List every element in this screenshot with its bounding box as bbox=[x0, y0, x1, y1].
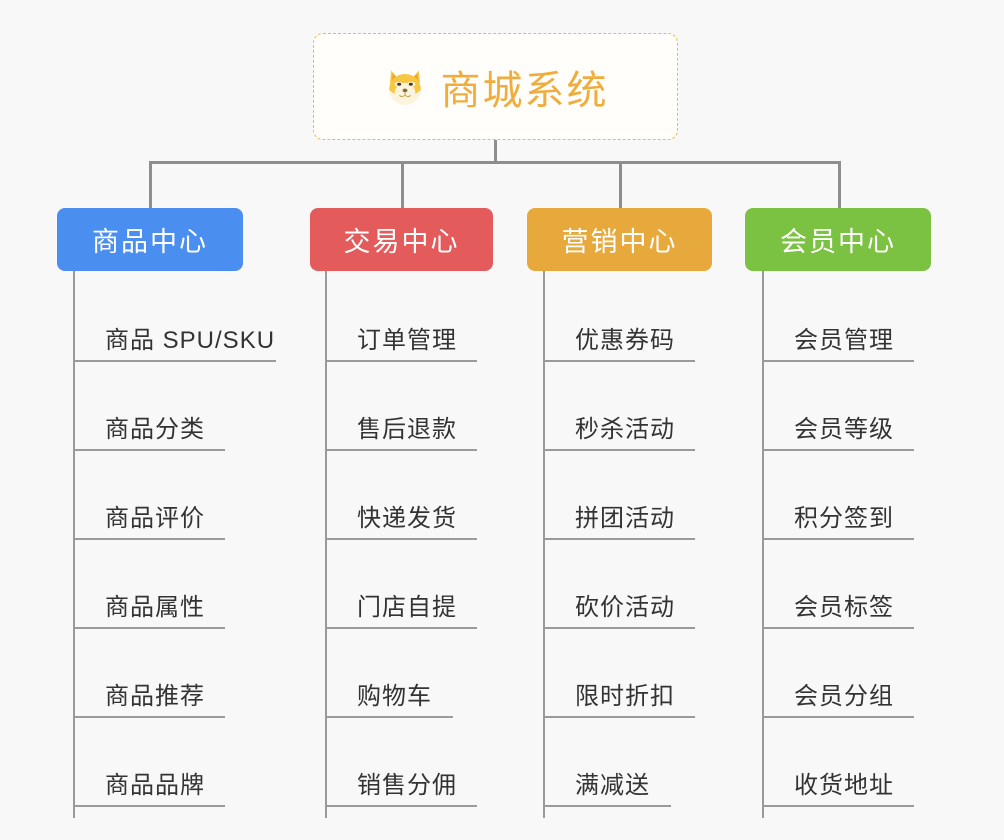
leaf-underline bbox=[762, 360, 914, 362]
category-label: 交易中心 bbox=[343, 227, 460, 257]
leaf-label: 订单管理 bbox=[357, 327, 457, 354]
leaf-item[interactable]: 会员分组 bbox=[762, 683, 914, 718]
leaf-spine bbox=[73, 271, 75, 818]
category-box-0[interactable]: 商品中心 bbox=[57, 208, 243, 271]
leaf-underline bbox=[762, 449, 914, 451]
leaf-label: 优惠券码 bbox=[575, 327, 675, 354]
leaf-item[interactable]: 商品评价 bbox=[73, 505, 225, 540]
leaf-underline bbox=[762, 538, 914, 540]
leaf-underline bbox=[73, 716, 225, 718]
leaf-label: 会员分组 bbox=[794, 683, 894, 710]
leaf-underline bbox=[543, 538, 695, 540]
leaf-underline bbox=[325, 449, 477, 451]
leaf-label: 门店自提 bbox=[357, 594, 457, 621]
leaf-underline bbox=[325, 360, 477, 362]
leaf-underline bbox=[73, 538, 225, 540]
leaf-item[interactable]: 门店自提 bbox=[325, 594, 477, 629]
leaf-spine bbox=[543, 271, 545, 818]
leaf-item[interactable]: 商品分类 bbox=[73, 416, 225, 451]
category-label: 会员中心 bbox=[780, 227, 896, 257]
leaf-label: 商品推荐 bbox=[105, 683, 205, 710]
leaf-item[interactable]: 秒杀活动 bbox=[543, 416, 695, 451]
leaf-item[interactable]: 会员标签 bbox=[762, 594, 914, 629]
leaf-label: 收货地址 bbox=[794, 772, 894, 799]
leaf-underline bbox=[325, 627, 477, 629]
leaf-underline bbox=[543, 716, 695, 718]
category-label: 营销中心 bbox=[561, 227, 678, 257]
leaf-label: 秒杀活动 bbox=[575, 416, 675, 443]
leaf-underline bbox=[325, 538, 477, 540]
category-label: 商品中心 bbox=[92, 227, 208, 257]
leaf-label: 商品品牌 bbox=[105, 772, 205, 799]
category-box-3[interactable]: 会员中心 bbox=[745, 208, 931, 271]
leaf-item[interactable]: 销售分佣 bbox=[325, 772, 477, 807]
leaf-label: 拼团活动 bbox=[575, 505, 675, 532]
connector-drop-3 bbox=[838, 161, 841, 208]
leaf-item[interactable]: 会员管理 bbox=[762, 327, 914, 362]
leaf-underline bbox=[543, 360, 695, 362]
category-box-2[interactable]: 营销中心 bbox=[527, 208, 712, 271]
leaf-label: 商品分类 bbox=[105, 416, 205, 443]
connector-drop-0 bbox=[149, 161, 152, 208]
leaf-label: 售后退款 bbox=[357, 416, 457, 443]
connector-drop-2 bbox=[619, 161, 622, 208]
leaf-item[interactable]: 售后退款 bbox=[325, 416, 477, 451]
connector-stem bbox=[494, 140, 497, 164]
leaf-item[interactable]: 收货地址 bbox=[762, 772, 914, 807]
leaf-item[interactable]: 会员等级 bbox=[762, 416, 914, 451]
leaf-label: 会员管理 bbox=[794, 327, 894, 354]
leaf-underline bbox=[762, 627, 914, 629]
root-title: 商城系统 bbox=[440, 68, 609, 113]
leaf-item[interactable]: 商品推荐 bbox=[73, 683, 225, 718]
leaf-underline bbox=[73, 627, 225, 629]
leaf-item[interactable]: 限时折扣 bbox=[543, 683, 695, 718]
leaf-underline bbox=[543, 805, 671, 807]
leaf-item[interactable]: 砍价活动 bbox=[543, 594, 695, 629]
leaf-label: 商品评价 bbox=[105, 505, 205, 532]
leaf-underline bbox=[325, 716, 453, 718]
leaf-label: 限时折扣 bbox=[575, 683, 675, 710]
connector-drop-1 bbox=[401, 161, 404, 208]
leaf-item[interactable]: 商品品牌 bbox=[73, 772, 225, 807]
leaf-underline bbox=[73, 805, 225, 807]
leaf-label: 商品属性 bbox=[105, 594, 205, 621]
leaf-item[interactable]: 商品 SPU/SKU bbox=[73, 327, 276, 362]
leaf-spine bbox=[762, 271, 764, 818]
leaf-underline bbox=[325, 805, 477, 807]
connector-bar bbox=[149, 161, 841, 164]
leaf-underline bbox=[543, 627, 695, 629]
shiba-dog-face-icon bbox=[383, 65, 427, 109]
leaf-label: 快递发货 bbox=[357, 505, 457, 532]
leaf-item[interactable]: 积分签到 bbox=[762, 505, 914, 540]
root-node[interactable]: 商城系统 bbox=[313, 33, 678, 140]
leaf-underline bbox=[543, 449, 695, 451]
leaf-underline bbox=[762, 805, 914, 807]
leaf-item[interactable]: 商品属性 bbox=[73, 594, 225, 629]
leaf-label: 会员标签 bbox=[794, 594, 894, 621]
leaf-label: 会员等级 bbox=[794, 416, 894, 443]
leaf-item[interactable]: 满减送 bbox=[543, 772, 671, 807]
leaf-item[interactable]: 订单管理 bbox=[325, 327, 477, 362]
leaf-item[interactable]: 购物车 bbox=[325, 683, 453, 718]
leaf-spine bbox=[325, 271, 327, 818]
leaf-label: 购物车 bbox=[357, 683, 432, 710]
leaf-label: 满减送 bbox=[575, 772, 650, 799]
leaf-label: 销售分佣 bbox=[357, 772, 457, 799]
leaf-item[interactable]: 快递发货 bbox=[325, 505, 477, 540]
leaf-underline bbox=[762, 716, 914, 718]
leaf-item[interactable]: 拼团活动 bbox=[543, 505, 695, 540]
leaf-underline bbox=[73, 360, 276, 362]
leaf-label: 砍价活动 bbox=[575, 594, 675, 621]
leaf-label: 积分签到 bbox=[794, 505, 894, 532]
leaf-item[interactable]: 优惠券码 bbox=[543, 327, 695, 362]
leaf-underline bbox=[73, 449, 225, 451]
category-box-1[interactable]: 交易中心 bbox=[310, 208, 493, 271]
leaf-label: 商品 SPU/SKU bbox=[105, 327, 276, 354]
